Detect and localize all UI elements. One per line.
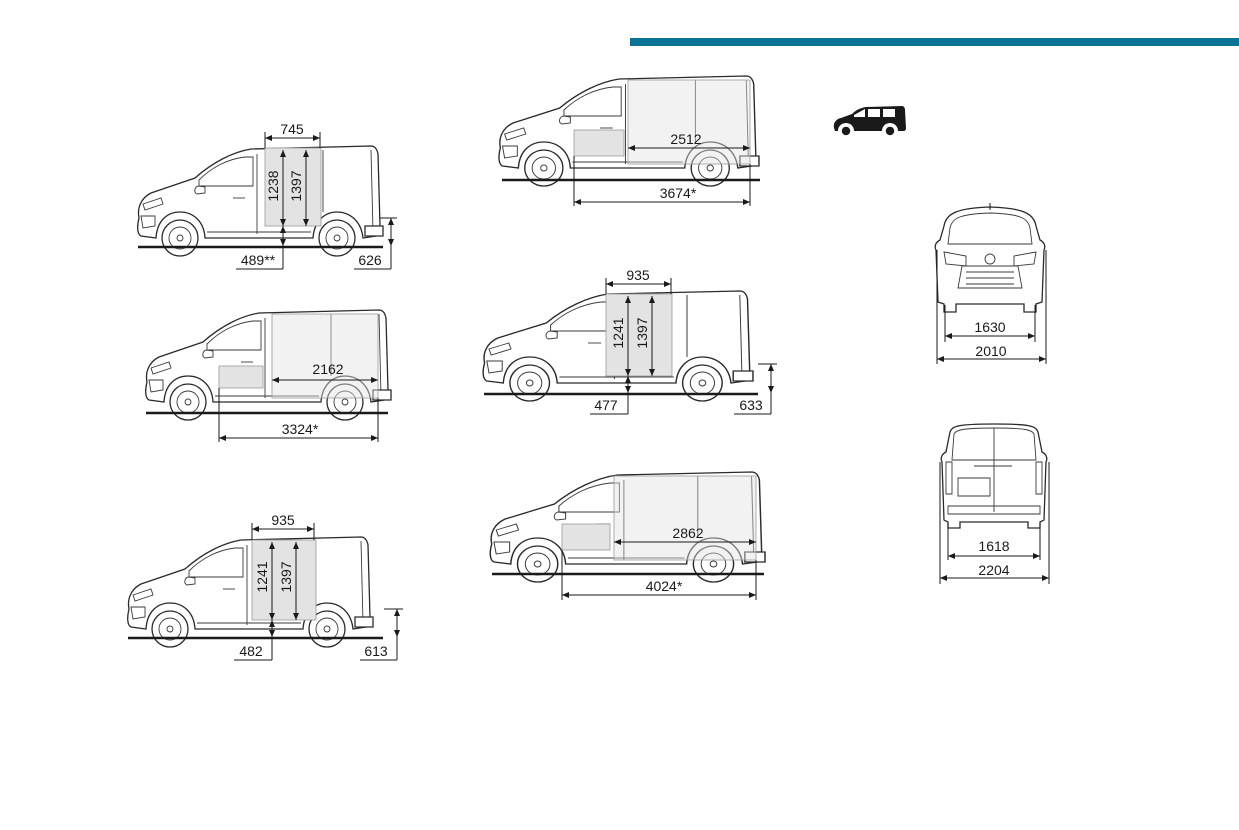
rear-view: 1618 2204 bbox=[939, 423, 1050, 584]
front-track-width: 1630 bbox=[974, 319, 1005, 335]
van-2-side-view: 2162 3324* bbox=[145, 309, 392, 442]
van-2-floor-length: 2162 bbox=[312, 361, 343, 377]
van-5-height-a: 1241 bbox=[610, 317, 626, 348]
van-3-height-a: 1241 bbox=[254, 561, 270, 592]
van-6-side-view: 2862 4024* bbox=[489, 471, 766, 600]
van-5-height-b: 1397 bbox=[634, 317, 650, 348]
van-3-door-width: 935 bbox=[271, 512, 295, 528]
van-2-total-length: 3324* bbox=[282, 421, 319, 437]
van-5-side-view: 935 1241 1397 477 633 bbox=[482, 267, 777, 415]
van-1-height-b: 1397 bbox=[288, 170, 304, 201]
van-5-door-width: 935 bbox=[626, 267, 650, 283]
van-silhouette-icon bbox=[833, 105, 907, 137]
rear-track-width: 1618 bbox=[978, 538, 1009, 554]
van-6-floor-length: 2862 bbox=[672, 525, 703, 541]
van-5-sill-height: 633 bbox=[739, 397, 763, 413]
van-1-side-view: 745 1238 1397 489** 626 bbox=[137, 121, 397, 270]
van-4-side-view: 2512 3674* bbox=[498, 75, 760, 206]
rear-overall-width: 2204 bbox=[978, 562, 1009, 578]
van-3-side-view: 935 1241 1397 482 613 bbox=[127, 512, 403, 661]
van-6-total-length: 4024* bbox=[646, 578, 683, 594]
van-1-height-a: 1238 bbox=[265, 170, 281, 201]
front-view: 1630 2010 bbox=[934, 203, 1047, 364]
van-4-floor-length: 2512 bbox=[670, 131, 701, 147]
accent-bar bbox=[630, 38, 1239, 46]
van-3-sill-height: 613 bbox=[364, 643, 388, 659]
van-1-sill-height: 626 bbox=[358, 252, 382, 268]
van-1-door-width: 745 bbox=[280, 121, 304, 137]
van-3-step-height: 482 bbox=[239, 643, 263, 659]
van-4-total-length: 3674* bbox=[660, 185, 697, 201]
van-5-step-height: 477 bbox=[594, 397, 618, 413]
van-3-height-b: 1397 bbox=[278, 561, 294, 592]
front-overall-width: 2010 bbox=[975, 343, 1006, 359]
van-1-step-height: 489** bbox=[241, 252, 276, 268]
